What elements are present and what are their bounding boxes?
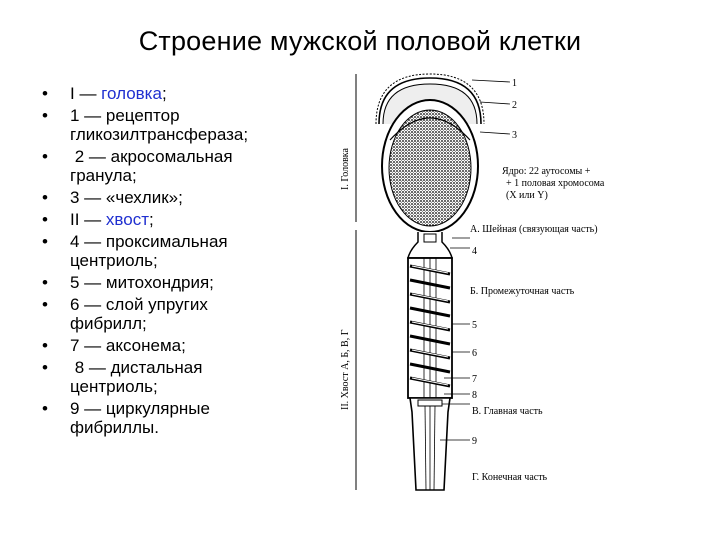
nucleus-label-3: (X или Y) (506, 190, 548, 201)
term-head: головка (101, 84, 162, 103)
nucleus-label-1: Ядро: 22 аутосомы + (502, 166, 591, 177)
list-item: •7 — аксонема; (42, 336, 186, 355)
receptor-layer (375, 73, 485, 125)
number-1: 1 (512, 78, 517, 89)
middle-piece (407, 257, 453, 399)
number-9: 9 (472, 436, 477, 447)
sperm-head (375, 73, 485, 233)
neck-label: А. Шейная (связующая часть) (470, 224, 598, 235)
bullet: • (42, 188, 48, 207)
number-2: 2 (512, 100, 517, 111)
bullet: • (42, 399, 48, 418)
nucleus (388, 109, 472, 227)
number-7: 7 (472, 374, 477, 385)
distal-centriole (417, 399, 443, 407)
bullet: • (42, 147, 48, 166)
nucleus-label-2: + 1 половая хромосома (506, 178, 605, 189)
main-piece (409, 397, 451, 491)
number-6: 6 (472, 348, 477, 359)
list-item: •II — хвост; (42, 210, 154, 229)
head-section-label: I. Головка (340, 147, 351, 190)
bullet: • (42, 210, 48, 229)
bullet: • (42, 336, 48, 355)
list-item: •5 — митохондрия; (42, 273, 214, 292)
end-piece-label: Г. Конечная часть (472, 472, 548, 483)
list-item: •I — головка; (42, 84, 167, 103)
bullet: • (42, 358, 48, 377)
bullet: • (42, 273, 48, 292)
bullet: • (42, 106, 48, 125)
tail-section-label: II. Хвост А, Б, В, Г (340, 329, 351, 410)
number-5: 5 (472, 320, 477, 331)
list-item: •3 — «чехлик»; (42, 188, 183, 207)
bullet: • (42, 295, 48, 314)
sperm-neck (407, 232, 453, 259)
number-4: 4 (472, 246, 477, 257)
sperm-diagram: I. Головка II. Хвост А, Б, В, Г (340, 73, 605, 491)
page-title: Строение мужской половой клетки (138, 26, 582, 56)
middle-piece-label: Б. Промежуточная часть (470, 286, 575, 297)
main-piece-label: В. Главная часть (472, 406, 543, 417)
term-tail: хвост (105, 210, 149, 229)
cap (389, 117, 471, 141)
axoneme (424, 405, 427, 491)
proximal-centriole (423, 233, 437, 243)
leader-lines (440, 79, 511, 441)
number-3: 3 (512, 130, 517, 141)
number-8: 8 (472, 390, 477, 401)
bullet: • (42, 84, 48, 103)
bullet: • (42, 232, 48, 251)
